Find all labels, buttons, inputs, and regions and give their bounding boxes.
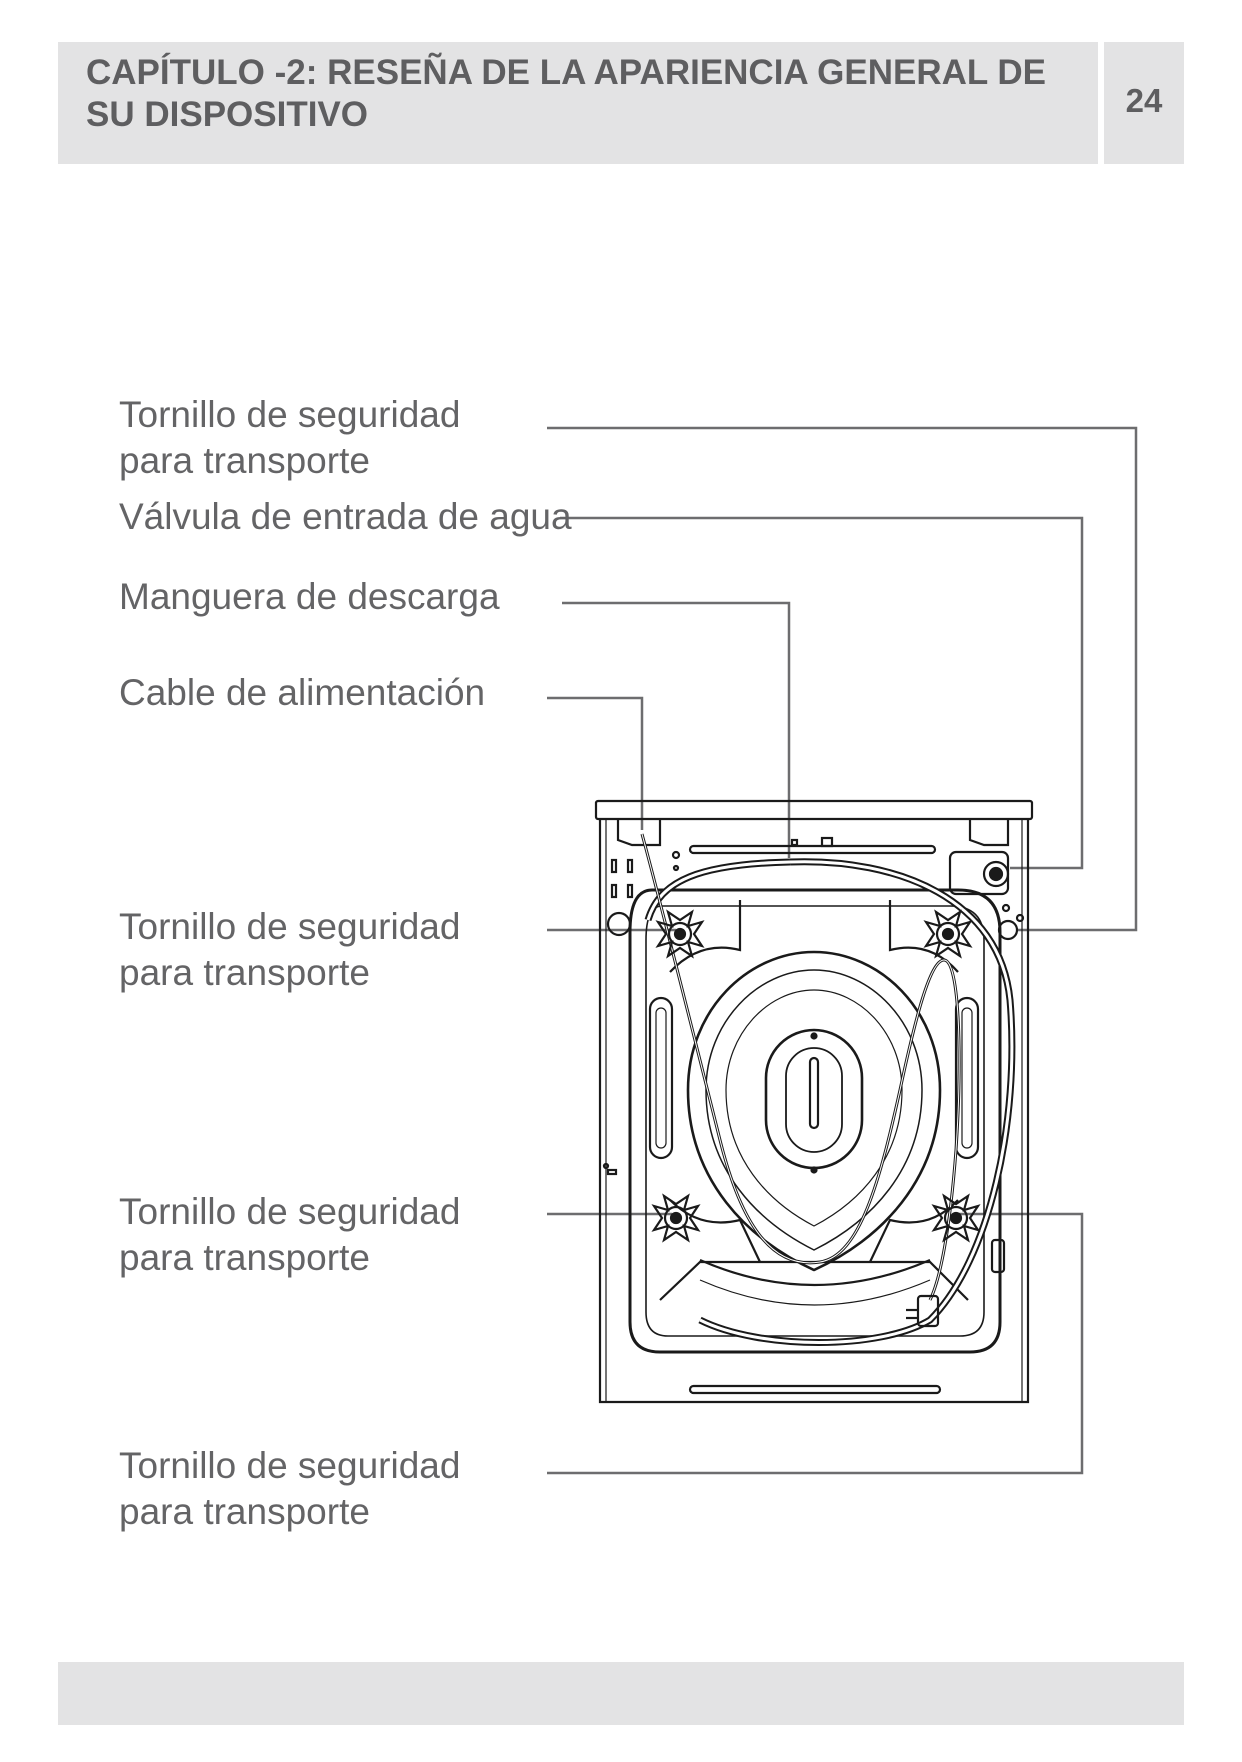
label-power-cable: Cable de alimentación bbox=[119, 672, 486, 713]
label-line-1: Tornillo de seguridad bbox=[119, 1191, 461, 1232]
label-line-2: para transporte bbox=[119, 440, 370, 481]
leader-screw-lower-right bbox=[547, 1212, 1084, 1475]
label-transport-screw-lower-right: Tornillo de seguridad para transporte bbox=[119, 1443, 460, 1535]
center-oval-port bbox=[764, 1028, 864, 1170]
machine-drawing bbox=[594, 799, 1034, 1404]
chapter-title: CAPÍTULO -2: RESEÑA DE LA APARIENCIA GEN… bbox=[86, 53, 1046, 134]
leader-drain-hose bbox=[562, 601, 791, 858]
drum-hub bbox=[686, 950, 942, 1272]
page-footer-bar bbox=[58, 1662, 1184, 1725]
machine-cabinet bbox=[598, 819, 1030, 1404]
label-line-2: para transporte bbox=[119, 1491, 370, 1532]
transport-screw-upper-left bbox=[655, 909, 705, 959]
back-panel-frame bbox=[628, 888, 1002, 1354]
chapter-header-box: CAPÍTULO -2: RESEÑA DE LA APARIENCIA GEN… bbox=[58, 42, 1098, 164]
transport-screw-lower-left bbox=[651, 1193, 701, 1243]
leader-lines bbox=[547, 426, 1138, 1475]
label-line-1: Tornillo de seguridad bbox=[119, 394, 461, 435]
page-number-box: 24 bbox=[1104, 42, 1184, 164]
label-line-2: para transporte bbox=[119, 1237, 370, 1278]
page-number: 24 bbox=[1125, 82, 1163, 119]
leader-power-cable bbox=[547, 696, 644, 830]
label-line-1: Tornillo de seguridad bbox=[119, 1445, 461, 1486]
leader-screw-top-right bbox=[547, 426, 1138, 932]
label-drain-hose: Manguera de descarga bbox=[119, 576, 500, 617]
label-transport-screw-lower-left: Tornillo de seguridad para transporte bbox=[119, 1189, 460, 1281]
label-line-2: para transporte bbox=[119, 952, 370, 993]
label-transport-screw-upper-left: Tornillo de seguridad para transporte bbox=[119, 904, 460, 996]
label-water-inlet-valve: Válvula de entrada de agua bbox=[119, 496, 572, 537]
label-line-1: Tornillo de seguridad bbox=[119, 906, 461, 947]
page-header: CAPÍTULO -2: RESEÑA DE LA APARIENCIA GEN… bbox=[58, 42, 1184, 164]
leader-water-valve bbox=[560, 516, 1084, 870]
transport-screw-lower-right bbox=[931, 1193, 981, 1243]
machine-top-lid bbox=[594, 799, 1034, 821]
transport-screw-upper-right bbox=[923, 909, 973, 959]
label-transport-screw-top: Tornillo de seguridad para transporte bbox=[119, 392, 460, 484]
